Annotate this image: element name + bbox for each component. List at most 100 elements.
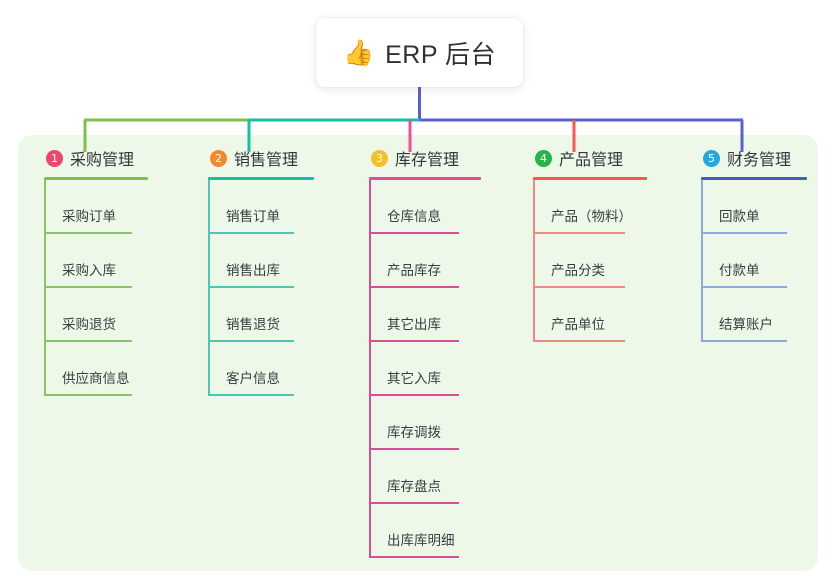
root-node-title: ERP 后台 [385,40,497,69]
leaf-item[interactable]: 采购退货 [44,288,148,342]
leaf-list: 采购订单采购入库采购退货供应商信息 [44,180,148,396]
leaf-item[interactable]: 采购订单 [44,180,148,234]
leaf-item[interactable]: 仓库信息 [369,180,481,234]
leaf-item-label: 产品（物料） [551,209,632,224]
branch-title: 财务管理 [727,152,792,169]
leaf-item-underline [369,502,459,504]
leaf-item[interactable]: 采购入库 [44,234,148,288]
leaf-item-underline [44,286,132,288]
leaf-item-label: 结算账户 [719,317,773,332]
branch-number-badge: 1 [46,149,63,167]
leaf-item[interactable]: 产品（物料） [533,180,647,234]
branch-title: 销售管理 [234,152,299,169]
leaf-item-label: 采购退货 [62,317,116,332]
leaf-item-label: 出库库明细 [387,533,455,548]
leaf-item[interactable]: 产品库存 [369,234,481,288]
branch-header-underline [208,177,314,180]
leaf-item-label: 采购订单 [62,209,116,224]
leaf-item-underline [701,340,787,342]
leaf-item-label: 回款单 [719,209,760,224]
leaf-item-underline [369,340,459,342]
branch-header-5[interactable]: 5 财务管理 [701,146,807,170]
leaf-item[interactable]: 产品单位 [533,288,647,342]
leaf-spine [44,180,46,396]
leaf-item[interactable]: 库存调拨 [369,396,481,450]
branch-header-underline [533,177,647,180]
diagram-panel [18,135,818,571]
leaf-item[interactable]: 销售出库 [208,234,314,288]
branch-column-2: 2 销售管理销售订单销售出库销售退货客户信息 [208,146,314,396]
branch-column-3: 3 库存管理仓库信息产品库存其它出库其它入库库存调拨库存盘点出库库明细 [369,146,481,558]
root-node-card[interactable]: 👍 ERP 后台 [316,18,523,87]
leaf-spine [533,180,535,342]
leaf-item-underline [208,340,294,342]
leaf-item-underline [369,232,459,234]
leaf-item-underline [208,232,294,234]
leaf-item-underline [44,232,132,234]
branch-header-3[interactable]: 3 库存管理 [369,146,481,170]
leaf-item-label: 付款单 [719,263,760,278]
leaf-item-label: 其它出库 [387,317,441,332]
leaf-item[interactable]: 客户信息 [208,342,314,396]
leaf-item-label: 采购入库 [62,263,116,278]
leaf-item-label: 客户信息 [226,371,280,386]
leaf-item-label: 销售退货 [226,317,280,332]
leaf-item[interactable]: 其它出库 [369,288,481,342]
leaf-spine [208,180,210,396]
leaf-item-label: 销售订单 [226,209,280,224]
leaf-spine [369,180,371,558]
branch-header-underline [44,177,148,180]
branch-header-1[interactable]: 1 采购管理 [44,146,148,170]
leaf-item[interactable]: 库存盘点 [369,450,481,504]
leaf-item-label: 库存盘点 [387,479,441,494]
leaf-item[interactable]: 出库库明细 [369,504,481,558]
leaf-item-label: 产品分类 [551,263,605,278]
leaf-item-underline [701,232,787,234]
leaf-item-label: 产品库存 [387,263,441,278]
leaf-item-underline [369,394,459,396]
branch-title: 库存管理 [395,152,460,169]
leaf-list: 回款单付款单结算账户 [701,180,807,342]
leaf-item-underline [208,286,294,288]
branch-header-underline [369,177,481,180]
leaf-spine [701,180,703,342]
leaf-list: 产品（物料） 产品分类产品单位 [533,180,647,342]
leaf-item-label: 其它入库 [387,371,441,386]
leaf-item-underline [701,286,787,288]
leaf-item[interactable]: 销售订单 [208,180,314,234]
leaf-item-label: 仓库信息 [387,209,441,224]
leaf-item-underline [369,556,459,558]
branch-header-2[interactable]: 2 销售管理 [208,146,314,170]
leaf-item-underline [533,286,625,288]
leaf-item-underline [369,448,459,450]
branch-number-badge: 3 [371,149,388,167]
leaf-item[interactable]: 结算账户 [701,288,807,342]
branch-header-underline [701,177,807,180]
leaf-item[interactable]: 产品分类 [533,234,647,288]
leaf-item-label: 供应商信息 [62,371,130,386]
branch-number-badge: 4 [535,149,552,167]
thumbs-up-icon: 👍 [342,38,375,67]
branch-title: 采购管理 [70,152,135,169]
branch-column-5: 5 财务管理回款单付款单结算账户 [701,146,807,342]
leaf-item-underline [44,340,132,342]
leaf-item[interactable]: 供应商信息 [44,342,148,396]
leaf-list: 销售订单销售出库销售退货客户信息 [208,180,314,396]
branch-number-badge: 2 [210,149,227,167]
leaf-list: 仓库信息产品库存其它出库其它入库库存调拨库存盘点出库库明细 [369,180,481,558]
leaf-item[interactable]: 销售退货 [208,288,314,342]
leaf-item[interactable]: 回款单 [701,180,807,234]
leaf-item[interactable]: 付款单 [701,234,807,288]
branch-column-4: 4 产品管理产品（物料） 产品分类产品单位 [533,146,647,342]
leaf-item-underline [533,232,625,234]
leaf-item-underline [533,340,625,342]
leaf-item-underline [208,394,294,396]
leaf-item[interactable]: 其它入库 [369,342,481,396]
leaf-item-label: 销售出库 [226,263,280,278]
leaf-item-underline [44,394,132,396]
branch-title: 产品管理 [559,152,624,169]
branch-header-4[interactable]: 4 产品管理 [533,146,647,170]
branch-number-badge: 5 [703,149,720,167]
leaf-item-underline [369,286,459,288]
